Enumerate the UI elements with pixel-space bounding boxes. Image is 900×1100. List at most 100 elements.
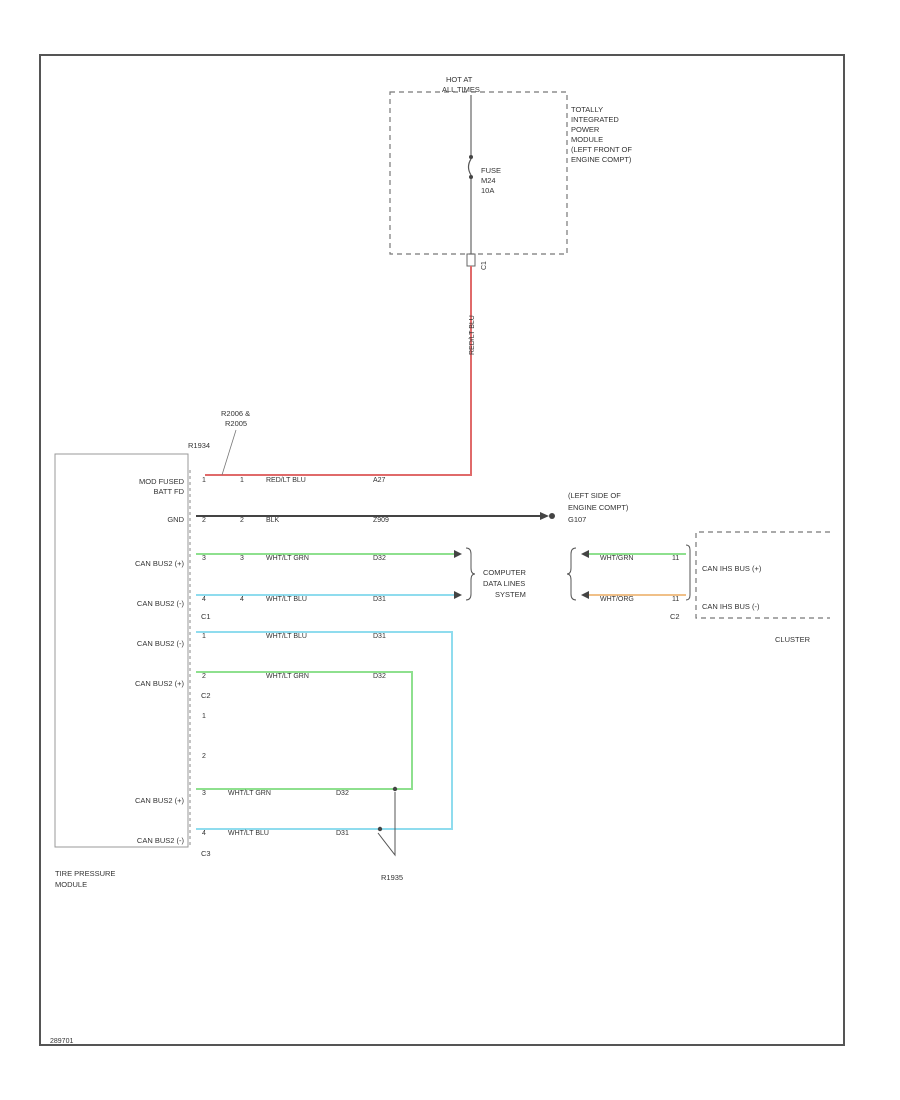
splice-top-line2: R2005 <box>225 419 247 428</box>
cluster-box-outline <box>695 531 830 619</box>
c1-1-cavity: 1 <box>202 477 206 484</box>
ground-terminal <box>549 513 555 519</box>
tipm-connector-symbol <box>466 253 476 267</box>
cluster-wire1-label: CAN IHS BUS (+) <box>702 564 762 573</box>
tpm-pin-c2-1-label: CAN BUS2 (-) <box>137 639 185 648</box>
cluster-wire1-color: WHT/GRN <box>600 555 633 562</box>
c3-4-color: WHT/LT BLU <box>228 830 269 837</box>
c1-1-pin: 1 <box>240 477 244 484</box>
wire-red-a27 <box>205 266 472 476</box>
tpm-connector-c3: C3 <box>201 849 211 858</box>
c2-2-cavity: 2 <box>202 673 206 680</box>
c2-1-color: WHT/LT BLU <box>266 633 307 640</box>
ground-label-line2: ENGINE COMPT) <box>568 503 629 512</box>
tipm-name-line6: ENGINE COMPT) <box>571 155 632 164</box>
computer-data-lines-line1: COMPUTER <box>483 568 527 577</box>
c3-4-cavity: 4 <box>202 830 206 837</box>
cluster-arrow-2 <box>581 591 589 599</box>
c1-3-circuit: D32 <box>373 555 386 562</box>
cluster-arrow-1 <box>581 550 589 558</box>
c1-3-arrow <box>454 550 462 558</box>
data-lines-brace <box>465 547 476 601</box>
cluster-wire2-color: WHT/ORG <box>600 596 634 603</box>
tipm-name-line2: INTEGRATED <box>571 115 619 124</box>
c1-4-cavity: 4 <box>202 596 206 603</box>
computer-data-lines-line3: SYSTEM <box>495 590 526 599</box>
cluster-name: CLUSTER <box>775 635 811 644</box>
ground-label-line1: (LEFT SIDE OF <box>568 491 621 500</box>
tipm-name-line1: TOTALLY <box>571 105 603 114</box>
fuse-label-line1: FUSE <box>481 166 501 175</box>
fuse-terminal-bottom <box>469 175 473 179</box>
tipm-connector-label: C1 <box>481 261 488 270</box>
cluster-wire2-label: CAN IHS BUS (-) <box>702 602 760 611</box>
c2-2-circuit: D32 <box>373 673 386 680</box>
splice-top-leader <box>221 429 237 476</box>
tipm-hot-line1: HOT AT <box>446 75 473 84</box>
tpm-pin-c1-4-label: CAN BUS2 (-) <box>137 599 185 608</box>
wire-green-loop <box>196 671 413 790</box>
fuse-label-line3: 10A <box>481 186 494 195</box>
tipm-box <box>389 91 568 255</box>
c1-1-circuit: A27 <box>373 477 386 484</box>
splice-dot-green <box>392 786 398 792</box>
c1-2-cavity: 2 <box>202 517 206 524</box>
c3-3-circuit: D32 <box>336 790 349 797</box>
c3-1-cavity: 1 <box>202 713 206 720</box>
c3-2-cavity: 2 <box>202 753 206 760</box>
c1-3-cavity: 3 <box>202 555 206 562</box>
tipm-hot-line2: ALL TIMES <box>442 85 480 94</box>
c2-2-color: WHT/LT GRN <box>266 673 309 680</box>
c1-4-color: WHT/LT BLU <box>266 596 307 603</box>
splice-left-label: R1934 <box>188 441 210 450</box>
cluster-connector-brace <box>685 544 691 601</box>
tpm-pin-c1-1-label-line1: MOD FUSED <box>139 477 185 486</box>
c2-1-circuit: D31 <box>373 633 386 640</box>
c1-2-circuit: Z909 <box>373 517 389 524</box>
tpm-pin-c2-2-label: CAN BUS2 (+) <box>135 679 184 688</box>
fuse-label-line2: M24 <box>481 176 496 185</box>
c1-4-circuit: D31 <box>373 596 386 603</box>
splice-top-line1: R2006 & <box>221 409 250 418</box>
tpm-group: TIRE PRESSURE MODULE MOD FUSED BATT FD G… <box>54 453 211 889</box>
tpm-pin-c1-3-label: CAN BUS2 (+) <box>135 559 184 568</box>
tpm-name-line2: MODULE <box>55 880 87 889</box>
ground-label-line3: G107 <box>568 515 586 524</box>
cluster-wire1-pin: 11 <box>672 555 679 562</box>
splice-bottom-label: R1935 <box>381 873 403 882</box>
fuse-symbol <box>467 158 472 176</box>
c1-2-color: BLK <box>266 517 280 524</box>
computer-data-lines-line2: DATA LINES <box>483 579 525 588</box>
tpm-box <box>54 453 189 848</box>
tipm-group: HOT AT ALL TIMES TOTALLY INTEGRATED POWE… <box>389 75 632 270</box>
c1-2-pin: 2 <box>240 517 244 524</box>
diagram-border <box>39 54 845 1046</box>
tipm-name-line5: (LEFT FRONT OF <box>571 145 632 154</box>
figure-id: 289701 <box>50 1038 73 1045</box>
tpm-pin-c3-4-label: CAN BUS2 (-) <box>137 836 185 845</box>
c1-4-pin: 4 <box>240 596 244 603</box>
cluster-brace <box>566 547 577 601</box>
ground-arrow <box>540 512 549 520</box>
tpm-name-line1: TIRE PRESSURE <box>55 869 115 878</box>
c3-4-circuit: D31 <box>336 830 349 837</box>
c3-3-cavity: 3 <box>202 790 206 797</box>
tpm-pin-c1-1-label-line2: BATT FD <box>153 487 184 496</box>
splice-dot-blue <box>377 826 383 832</box>
wire-blue-loop <box>196 631 453 830</box>
c1-4-arrow <box>454 591 462 599</box>
tipm-name-line4: MODULE <box>571 135 603 144</box>
cluster-wire2-pin: 11 <box>672 596 679 603</box>
c2-1-cavity: 1 <box>202 633 206 640</box>
c1-3-pin: 3 <box>240 555 244 562</box>
c3-3-color: WHT/LT GRN <box>228 790 271 797</box>
tpm-connector-c1: C1 <box>201 612 211 621</box>
c1-1-color: RED/LT BLU <box>266 477 306 484</box>
cluster-connector-label: C2 <box>670 612 680 621</box>
fuse-terminal-top <box>469 155 473 159</box>
cluster-group: WHT/GRN 11 WHT/ORG 11 CAN IHS BUS (+) CA… <box>566 531 830 644</box>
tpm-pin-c3-3-label: CAN BUS2 (+) <box>135 796 184 805</box>
splice-bottom-leader <box>377 792 396 857</box>
tpm-pin-c1-2-label: GND <box>167 515 184 524</box>
